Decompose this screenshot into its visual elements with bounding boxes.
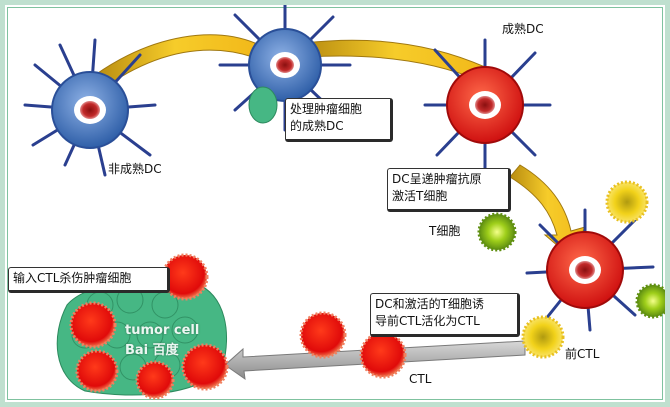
- callout-present-antigen: DC呈递肿瘤抗原 激活T细胞: [387, 168, 511, 212]
- ctl-cell: [359, 331, 407, 379]
- pre-ctl-cell: [605, 180, 649, 224]
- tumor-cell-watermark: tumor cell: [125, 323, 200, 338]
- callout-infuse-ctl: 输入CTL杀伤肿瘤细胞: [8, 267, 170, 293]
- callout-induce-line1: DC和激活的T细胞诱: [375, 297, 484, 311]
- ctl-cell: [135, 360, 175, 400]
- ctl-cell: [181, 343, 229, 391]
- callout-present-line2: 激活T细胞: [392, 188, 448, 203]
- label-mature-dc: 成熟DC: [502, 22, 544, 36]
- callout-process-line1: 处理肿瘤细胞: [290, 102, 363, 116]
- activating-dc-cell: [525, 208, 655, 332]
- processing-dc-cell: [218, 5, 352, 132]
- immature-dc-cell: [23, 38, 157, 177]
- activated-t-cell: [635, 283, 665, 319]
- ctl-cell: [69, 301, 117, 349]
- callout-induce-ctl: DC和激活的T细胞诱 导前CTL活化为CTL: [370, 293, 520, 337]
- pre-ctl-cell: [521, 315, 565, 359]
- inner-frame: [7, 7, 663, 400]
- ctl-cell: [75, 349, 119, 393]
- label-ctl: CTL: [409, 372, 432, 386]
- diagram-art: [23, 5, 665, 400]
- callout-infuse-line1: 输入CTL杀伤肿瘤细胞: [13, 271, 132, 285]
- callout-process-tumor: 处理肿瘤细胞 的成熟DC: [285, 98, 393, 142]
- t-cell: [477, 212, 517, 252]
- label-immature-dc: 非成熟DC: [108, 162, 162, 176]
- callout-process-line2: 的成熟DC: [290, 118, 344, 133]
- baidu-watermark: Bai 百度: [125, 343, 179, 358]
- callout-induce-line2: 导前CTL活化为CTL: [375, 313, 480, 328]
- label-t-cell: T细胞: [429, 224, 461, 238]
- label-pre-ctl: 前CTL: [565, 347, 600, 361]
- ctl-cell: [299, 311, 347, 359]
- callout-present-line1: DC呈递肿瘤抗原: [392, 172, 482, 186]
- ctl-cells: [69, 253, 407, 400]
- mature-dc-cell: [423, 38, 552, 172]
